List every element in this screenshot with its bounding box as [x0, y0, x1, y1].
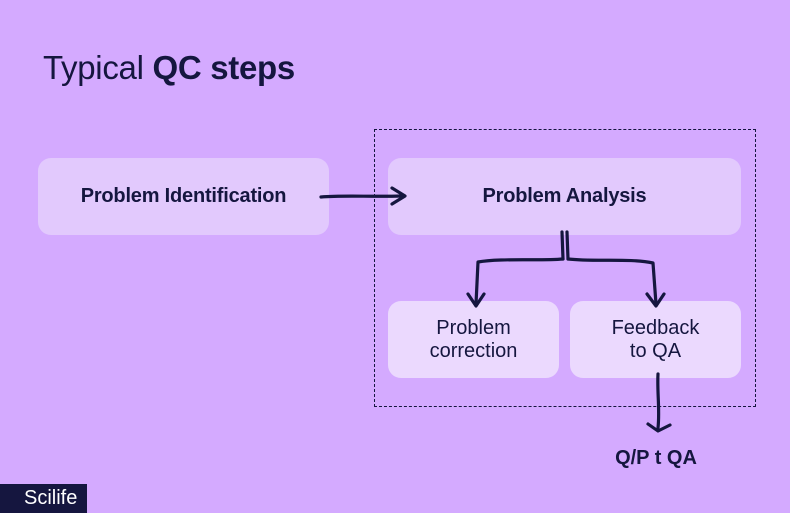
scilife-logo: Scilife	[0, 484, 87, 513]
arrow-analysis-to-feedback-head	[645, 292, 666, 308]
arrow-identification-to-analysis-head	[390, 186, 407, 206]
arrow-analysis-stem-left	[560, 230, 565, 261]
outcome-label: Q/P t QA	[615, 447, 697, 469]
problem-identification-box: Problem Identification	[38, 158, 329, 235]
arrow-analysis-to-correction	[474, 257, 565, 306]
arrow-feedback-to-outcome	[656, 372, 661, 430]
feedback-line-2: to QA	[629, 339, 682, 362]
title-prefix: Typical	[43, 49, 144, 86]
problem-correction-line-1: Problem	[436, 316, 511, 339]
scilife-wordmark: Scilife	[24, 487, 78, 509]
arrow-analysis-to-correction-head	[466, 292, 486, 308]
problem-identification-label: Problem Identification	[80, 185, 287, 207]
arrow-identification-to-analysis	[319, 194, 403, 199]
problem-correction-line-2: correction	[429, 339, 518, 362]
problem-analysis-label: Problem Analysis	[482, 185, 647, 207]
diagram-title: Typical QC steps	[43, 48, 295, 88]
problem-analysis-box: Problem Analysis	[388, 158, 741, 235]
feedback-line-1: Feedback	[611, 316, 700, 339]
arrow-feedback-to-outcome-head	[646, 422, 672, 433]
arrow-analysis-stem-right	[565, 230, 570, 261]
arrow-analysis-to-feedback	[566, 257, 658, 306]
problem-correction-box: Problem correction	[388, 301, 559, 378]
analysis-group-frame	[374, 129, 756, 407]
title-emphasis: QC steps	[152, 49, 295, 86]
feedback-to-qa-box: Feedback to QA	[570, 301, 741, 378]
